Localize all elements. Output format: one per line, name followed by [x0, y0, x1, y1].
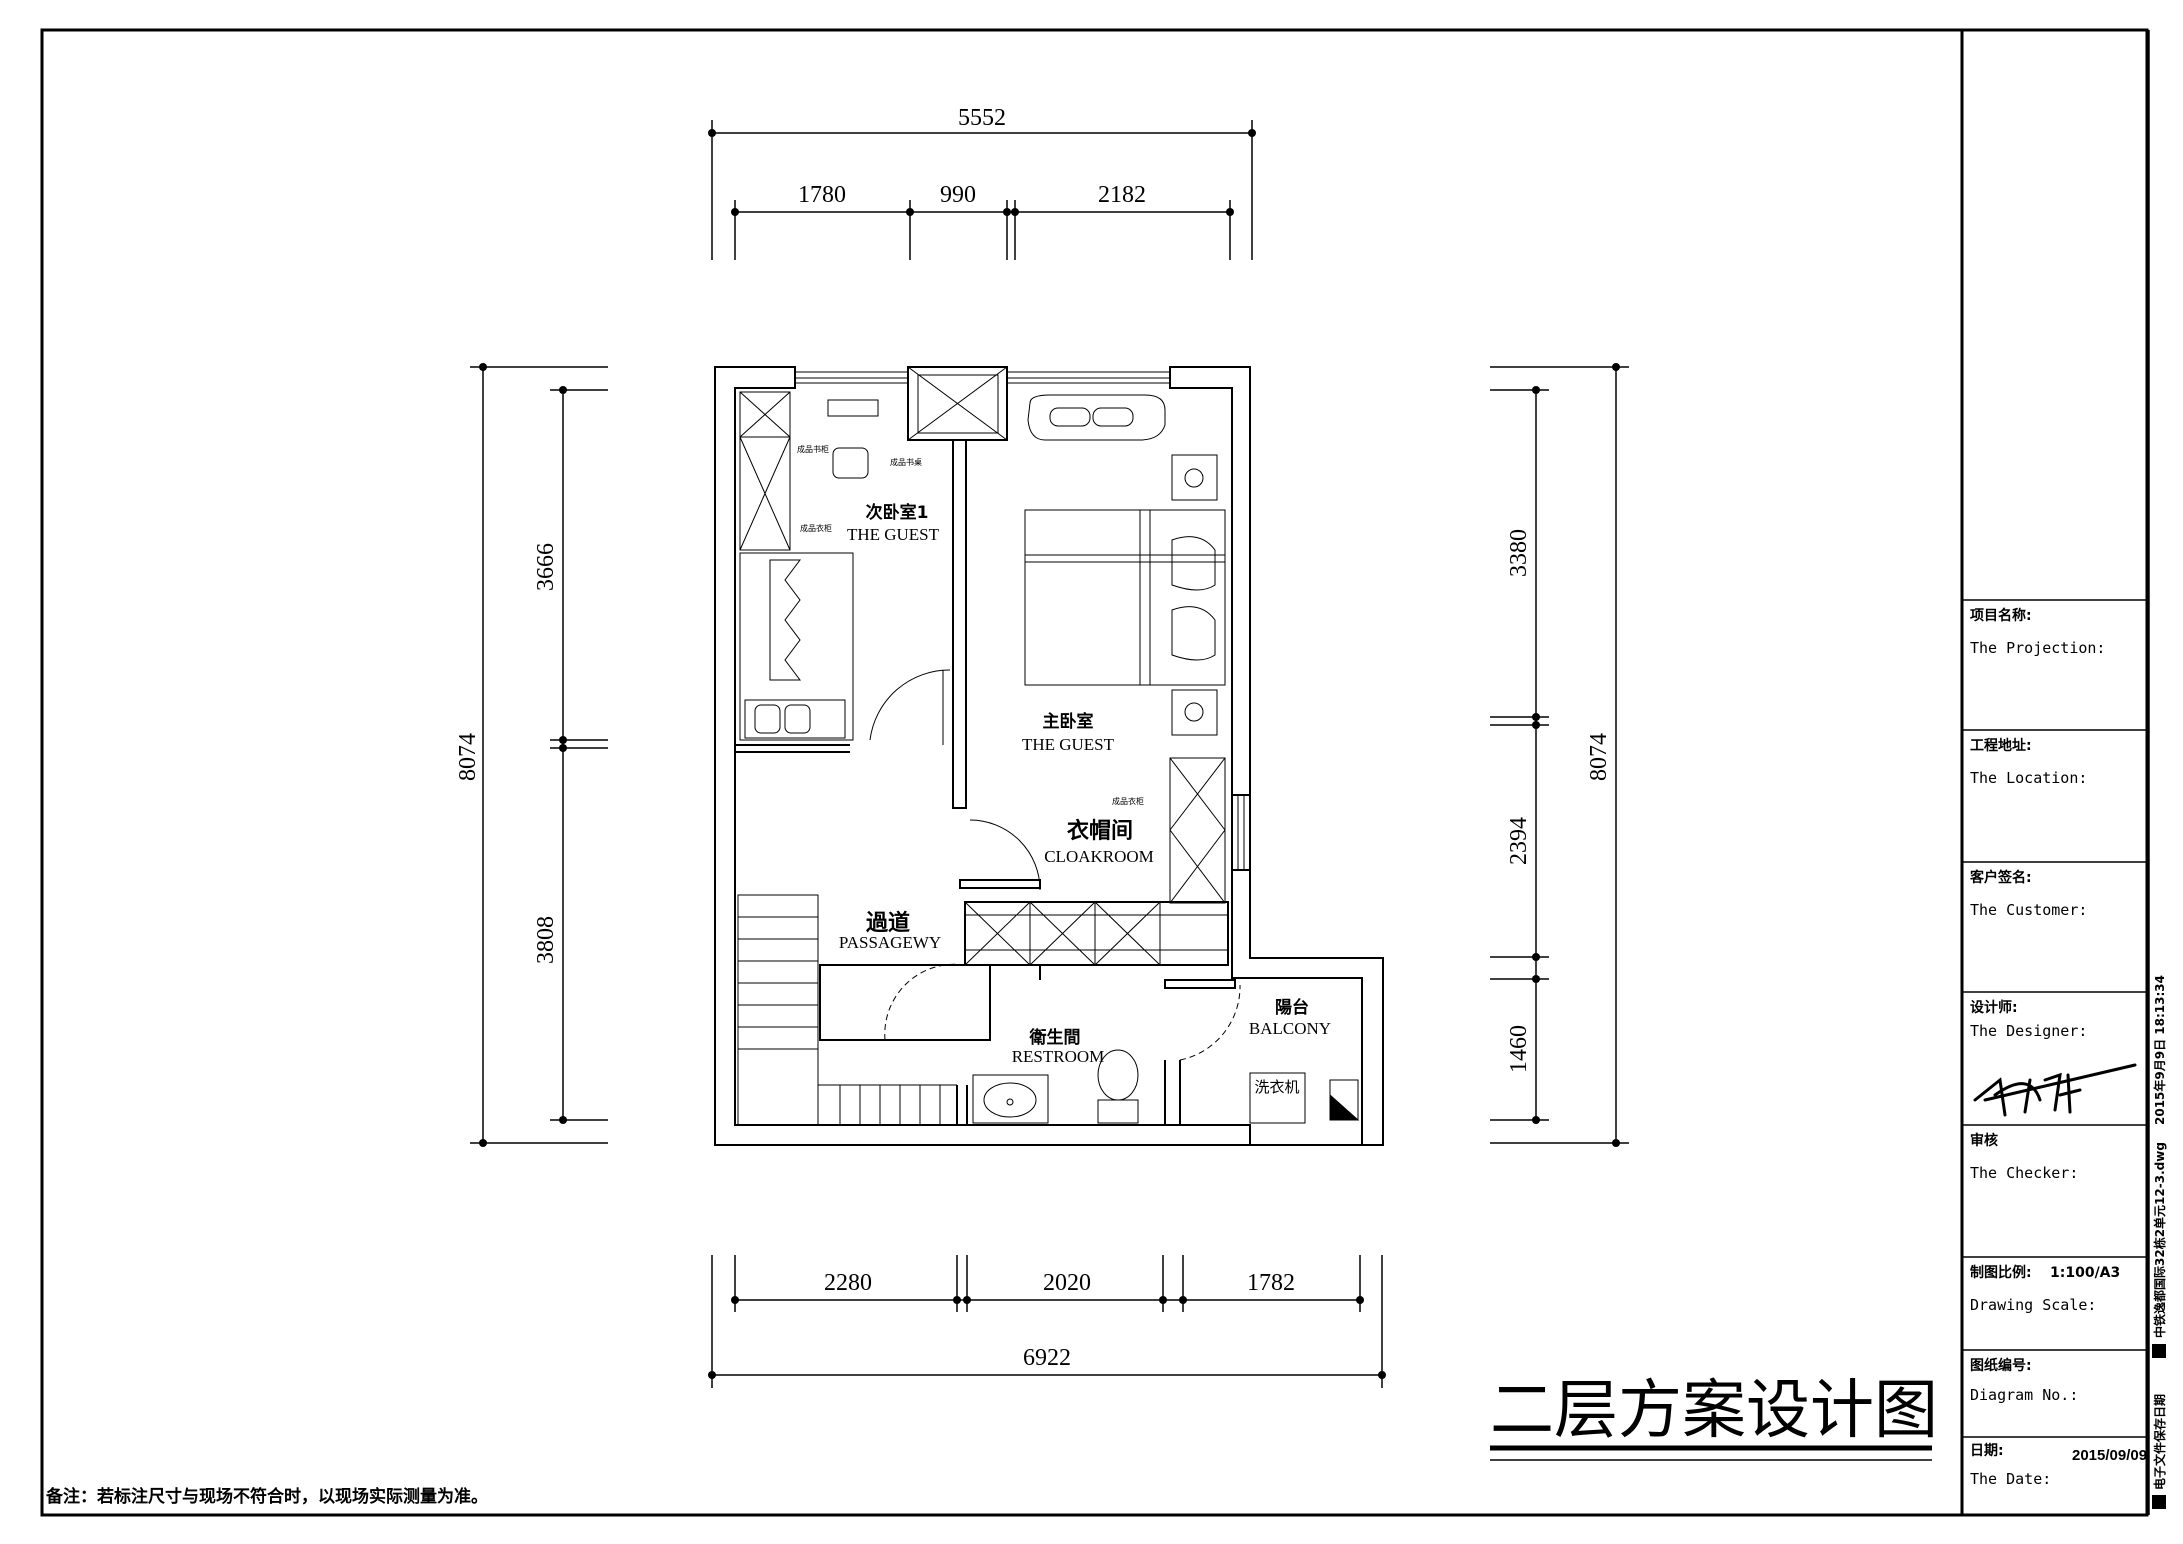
room-master-cn: 主卧室	[1043, 711, 1094, 732]
drawing-title: 二层方案设计图	[1490, 1374, 1938, 1448]
dim-bottom-seg-2: 2020	[1043, 1270, 1091, 1296]
title-block	[1962, 599, 2149, 1438]
side-file-label: 电子文件保存日期	[2152, 1394, 2167, 1490]
tb-scale-cn: 制图比例:	[1970, 1264, 2032, 1281]
dim-left-total: 8074	[455, 733, 481, 781]
dim-bottom-seg-1: 2280	[824, 1270, 872, 1296]
dim-right-total: 8074	[1586, 733, 1612, 781]
guest-furniture	[739, 391, 879, 741]
dimension-bottom	[711, 1255, 1383, 1388]
tb-date-cn: 日期:	[1970, 1443, 2004, 1459]
tb-date-en: The Date:	[1970, 1470, 2051, 1488]
room-passage-cn: 過道	[866, 910, 910, 936]
tb-location-cn: 工程地址:	[1970, 737, 2032, 754]
room-rest-cn: 衛生間	[1029, 1027, 1081, 1048]
dim-left-seg-2: 3808	[533, 916, 559, 964]
note-desk: 成品书柜	[797, 444, 829, 454]
dim-top-seg-2: 990	[940, 182, 976, 208]
note-cloak-wardrobe: 成品衣柜	[1112, 796, 1144, 806]
top-windows	[795, 366, 1170, 441]
stairs	[737, 894, 957, 1126]
dim-right-seg-2: 2394	[1506, 817, 1532, 865]
tb-scale-en: Drawing Scale:	[1970, 1296, 2096, 1314]
dim-left-seg-1: 3666	[533, 543, 559, 591]
designer-signature	[1973, 1063, 2137, 1117]
room-cloak-cn: 衣帽间	[1067, 818, 1133, 844]
tb-designer-cn: 设计师:	[1970, 999, 2018, 1016]
floor-plan	[714, 366, 1384, 1146]
dim-top-seg-3: 2182	[1098, 182, 1146, 208]
tb-projection-cn: 项目名称:	[1970, 607, 2032, 624]
label-washer: 洗衣机	[1254, 1078, 1299, 1096]
doors	[869, 669, 1241, 1061]
dim-top-total: 5552	[958, 105, 1006, 131]
note-wardrobe: 成品衣柜	[800, 523, 832, 533]
room-passage-en: PASSAGEWY	[839, 933, 941, 952]
dim-top-seg-1: 1780	[798, 182, 846, 208]
side-timestamp: 2015年9月9日 18:13:34	[2152, 975, 2167, 1125]
room-rest-en: RESTROOM	[1012, 1047, 1105, 1066]
room-guest-cn: 次卧室1	[866, 502, 929, 523]
tb-designer-en: The Designer:	[1970, 1022, 2087, 1040]
footnote: 备注：若标注尺寸与现场不符合时，以现场实际测量为准。	[45, 1486, 488, 1507]
room-balcony-cn: 陽台	[1275, 997, 1309, 1018]
tb-diagram-cn: 图纸编号:	[1970, 1357, 2032, 1374]
restroom-fixtures	[972, 1049, 1360, 1124]
dim-right-seg-1: 3380	[1506, 529, 1532, 577]
interior-walls	[735, 439, 1236, 1125]
tb-checker-cn: 审核	[1970, 1132, 1998, 1149]
cloakroom-cabinets	[964, 757, 1228, 966]
room-balcony-en: BALCONY	[1249, 1019, 1331, 1038]
tb-checker-en: The Checker:	[1970, 1164, 2078, 1182]
tb-location-en: The Location:	[1970, 769, 2087, 787]
tb-date-value: 2015/09/09	[2072, 1447, 2147, 1464]
side-file-name: 中铁逸都国际32栋2单元12-3.dwg	[2152, 1142, 2167, 1338]
tb-customer-en: The Customer:	[1970, 901, 2087, 919]
room-master-en: THE GUEST	[1022, 735, 1115, 754]
room-cloak-en: CLOAKROOM	[1044, 847, 1154, 866]
master-furniture	[1024, 394, 1226, 736]
dim-bottom-total: 6922	[1023, 1345, 1071, 1371]
note-bookcase: 成品书桌	[890, 457, 922, 467]
tb-diagram-en: Diagram No.:	[1970, 1386, 2078, 1404]
dim-right-seg-3: 1460	[1506, 1025, 1532, 1073]
sheet-border	[40, 28, 2149, 1517]
tb-customer-cn: 客户签名:	[1969, 869, 2032, 886]
dimension-left	[470, 366, 608, 1144]
tb-scale-value: 1:100/A3	[2050, 1265, 2120, 1281]
dimension-top	[711, 120, 1253, 260]
room-guest-en: THE GUEST	[847, 525, 940, 544]
tb-projection-en: The Projection:	[1970, 639, 2105, 657]
dim-bottom-seg-3: 1782	[1247, 1270, 1295, 1296]
